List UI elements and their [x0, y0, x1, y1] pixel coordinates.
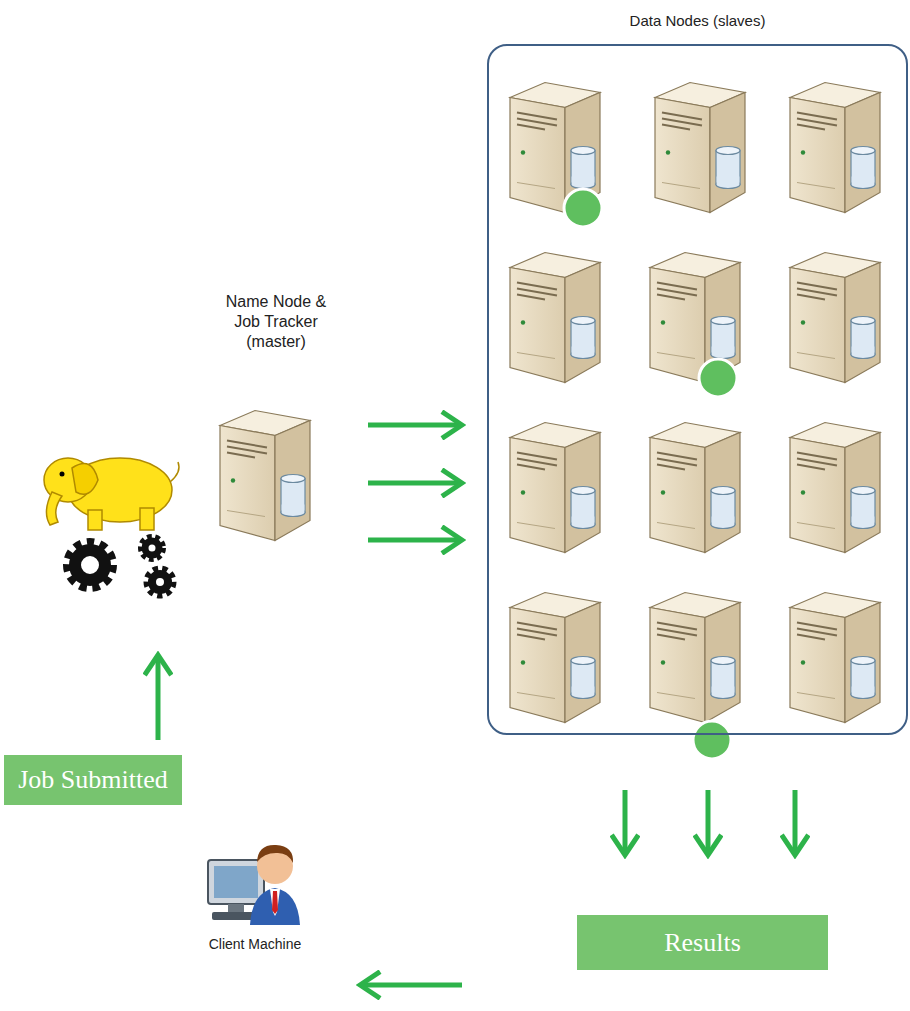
- master-server: [220, 411, 310, 541]
- flow-arrow: [156, 655, 161, 740]
- flow-arrow: [368, 481, 462, 486]
- node-label: Data Nodes (slaves): [489, 12, 906, 29]
- status-box: Job Submitted: [4, 755, 182, 805]
- flow-arrow: [360, 983, 462, 988]
- task-dots: [564, 189, 737, 759]
- gears: [68, 537, 173, 595]
- client-icon: [208, 845, 300, 925]
- box-label: Job Submitted: [18, 765, 168, 795]
- box-label: Results: [664, 928, 741, 958]
- flow-arrow: [793, 790, 798, 855]
- flow-arrow: [706, 790, 711, 855]
- master-node: Name Node & Job Tracker (master): [40, 292, 380, 620]
- client-machine: Client Machine: [200, 840, 310, 952]
- server-grid: [510, 83, 880, 723]
- node-label: Client Machine: [200, 936, 310, 952]
- node-label: Name Node & Job Tracker (master): [220, 292, 332, 352]
- flow-arrow: [368, 423, 462, 428]
- hadoop-elephant: [44, 458, 179, 530]
- status-box: Results: [577, 915, 828, 970]
- flow-arrow: [623, 790, 628, 855]
- flow-arrow: [368, 538, 462, 543]
- data-node-cluster: Data Nodes (slaves): [487, 44, 908, 735]
